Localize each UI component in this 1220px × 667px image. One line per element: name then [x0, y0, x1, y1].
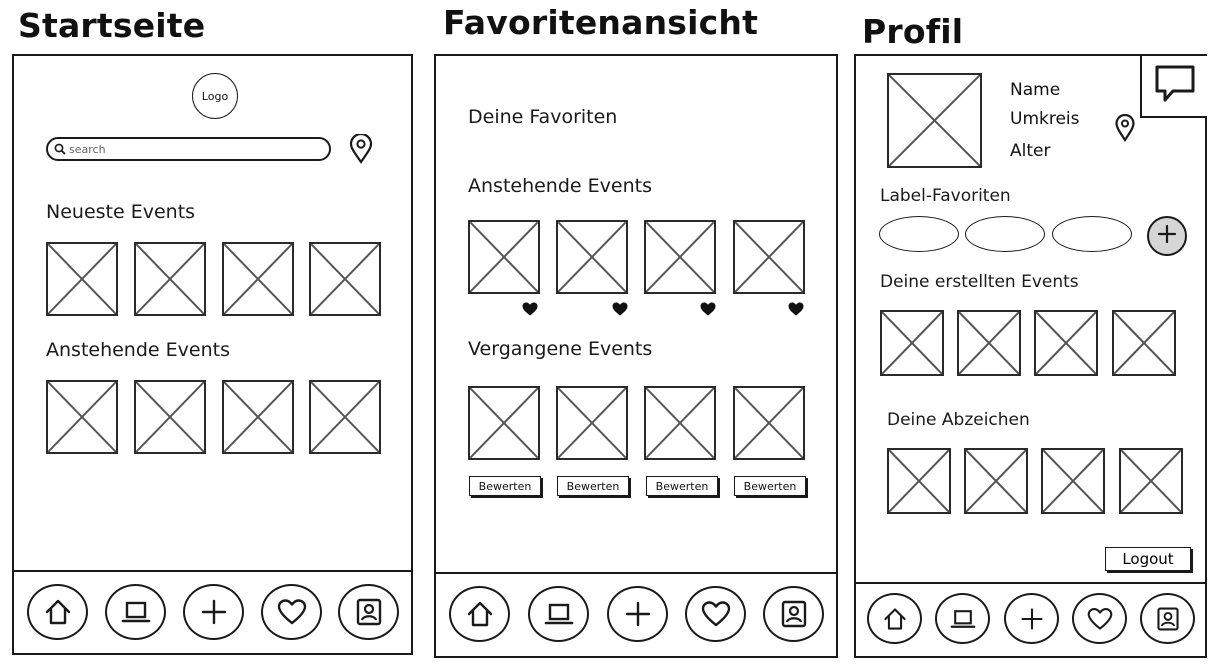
nav-home-button[interactable] [867, 593, 922, 644]
logo: Logo [192, 73, 238, 119]
event-image-placeholder[interactable] [1112, 310, 1176, 376]
section-heading-upcoming: Anstehende Events [46, 339, 230, 361]
badge-placeholder[interactable] [964, 448, 1028, 514]
profile-icon [779, 599, 809, 629]
heart-icon [1086, 606, 1114, 632]
profile-icon [354, 597, 384, 627]
badges-heading: Deine Abzeichen [887, 410, 1030, 430]
event-image-placeholder[interactable] [733, 386, 805, 460]
nav-home-button[interactable] [27, 584, 88, 640]
event-image-placeholder[interactable] [134, 242, 206, 316]
label-favorites-heading: Label-Favoriten [880, 186, 1011, 206]
bottom-navigation [436, 572, 836, 656]
search-input[interactable] [69, 142, 309, 156]
nav-profile-button[interactable] [763, 586, 824, 642]
profile-age: Alter [1010, 141, 1051, 161]
heart-filled-icon[interactable] [522, 301, 538, 320]
nav-events-button[interactable] [528, 586, 589, 642]
heart-icon [276, 597, 308, 627]
search-bar[interactable] [46, 137, 331, 161]
nav-home-button[interactable] [449, 586, 510, 642]
plus-icon [623, 599, 653, 629]
plus-icon [1019, 606, 1045, 632]
logout-button[interactable]: Logout [1105, 547, 1191, 571]
badge-placeholder[interactable] [1119, 448, 1183, 514]
label-tag[interactable] [879, 216, 959, 252]
profile-picture-placeholder[interactable] [887, 73, 982, 168]
map-pin-icon[interactable] [348, 132, 374, 168]
chat-bubble-icon [1153, 63, 1197, 109]
event-image-placeholder[interactable] [222, 242, 294, 316]
favorites-screen: Deine Favoriten Anstehende Events Vergan… [434, 54, 838, 658]
laptop-icon [120, 597, 152, 627]
event-image-placeholder[interactable] [309, 380, 381, 454]
home-screen: Logo Neueste Events Anstehende Events [12, 54, 413, 655]
search-icon [54, 140, 66, 159]
profile-icon [1155, 606, 1181, 632]
home-icon [882, 606, 908, 632]
favorites-screen-title: Favoritenansicht [443, 3, 759, 42]
rate-button[interactable]: Bewerten [646, 476, 718, 496]
heart-filled-icon[interactable] [612, 301, 628, 320]
heart-filled-icon[interactable] [788, 301, 804, 320]
event-image-placeholder[interactable] [957, 310, 1021, 376]
section-heading-upcoming: Anstehende Events [468, 175, 652, 197]
event-image-placeholder[interactable] [46, 242, 118, 316]
nav-profile-button[interactable] [338, 584, 399, 640]
plus-icon [199, 597, 229, 627]
event-image-placeholder[interactable] [556, 220, 628, 294]
home-icon [465, 599, 495, 629]
bottom-navigation [14, 570, 411, 653]
nav-favorites-button[interactable] [1072, 593, 1127, 644]
badge-placeholder[interactable] [1041, 448, 1105, 514]
nav-events-button[interactable] [935, 593, 990, 644]
nav-add-button[interactable] [1004, 593, 1059, 644]
event-image-placeholder[interactable] [1034, 310, 1098, 376]
home-icon [43, 597, 73, 627]
label-tag[interactable] [1052, 216, 1132, 252]
event-image-placeholder[interactable] [46, 380, 118, 454]
bottom-navigation [856, 582, 1205, 656]
chat-button[interactable] [1140, 56, 1207, 118]
event-image-placeholder[interactable] [468, 220, 540, 294]
nav-add-button[interactable] [607, 586, 668, 642]
rate-button[interactable]: Bewerten [557, 476, 629, 496]
rate-button[interactable]: Bewerten [469, 476, 541, 496]
label-tag[interactable] [965, 216, 1045, 252]
profile-screen-title: Profil [862, 12, 964, 51]
section-heading-past: Vergangene Events [468, 338, 653, 360]
event-image-placeholder[interactable] [644, 386, 716, 460]
event-image-placeholder[interactable] [134, 380, 206, 454]
plus-icon [1156, 223, 1178, 249]
favorites-heading: Deine Favoriten [468, 106, 618, 128]
event-image-placeholder[interactable] [309, 242, 381, 316]
add-label-button[interactable] [1147, 216, 1187, 256]
event-image-placeholder[interactable] [733, 220, 805, 294]
event-image-placeholder[interactable] [222, 380, 294, 454]
nav-add-button[interactable] [183, 584, 244, 640]
rate-button[interactable]: Bewerten [734, 476, 806, 496]
laptop-icon [949, 606, 977, 632]
nav-favorites-button[interactable] [685, 586, 746, 642]
badge-placeholder[interactable] [887, 448, 951, 514]
nav-profile-button[interactable] [1140, 593, 1195, 644]
nav-favorites-button[interactable] [261, 584, 322, 640]
event-image-placeholder[interactable] [880, 310, 944, 376]
event-image-placeholder[interactable] [556, 386, 628, 460]
heart-filled-icon[interactable] [700, 301, 716, 320]
profile-screen: Name Umkreis Alter Label-Favoriten Deine… [854, 54, 1207, 658]
nav-events-button[interactable] [105, 584, 166, 640]
profile-radius: Umkreis [1010, 109, 1080, 129]
event-image-placeholder[interactable] [644, 220, 716, 294]
created-events-heading: Deine erstellten Events [880, 272, 1079, 292]
map-pin-icon[interactable] [1114, 113, 1136, 146]
profile-name: Name [1010, 80, 1061, 100]
section-heading-newest: Neueste Events [46, 201, 196, 223]
home-screen-title: Startseite [18, 6, 206, 45]
event-image-placeholder[interactable] [468, 386, 540, 460]
heart-icon [700, 599, 732, 629]
laptop-icon [543, 599, 575, 629]
